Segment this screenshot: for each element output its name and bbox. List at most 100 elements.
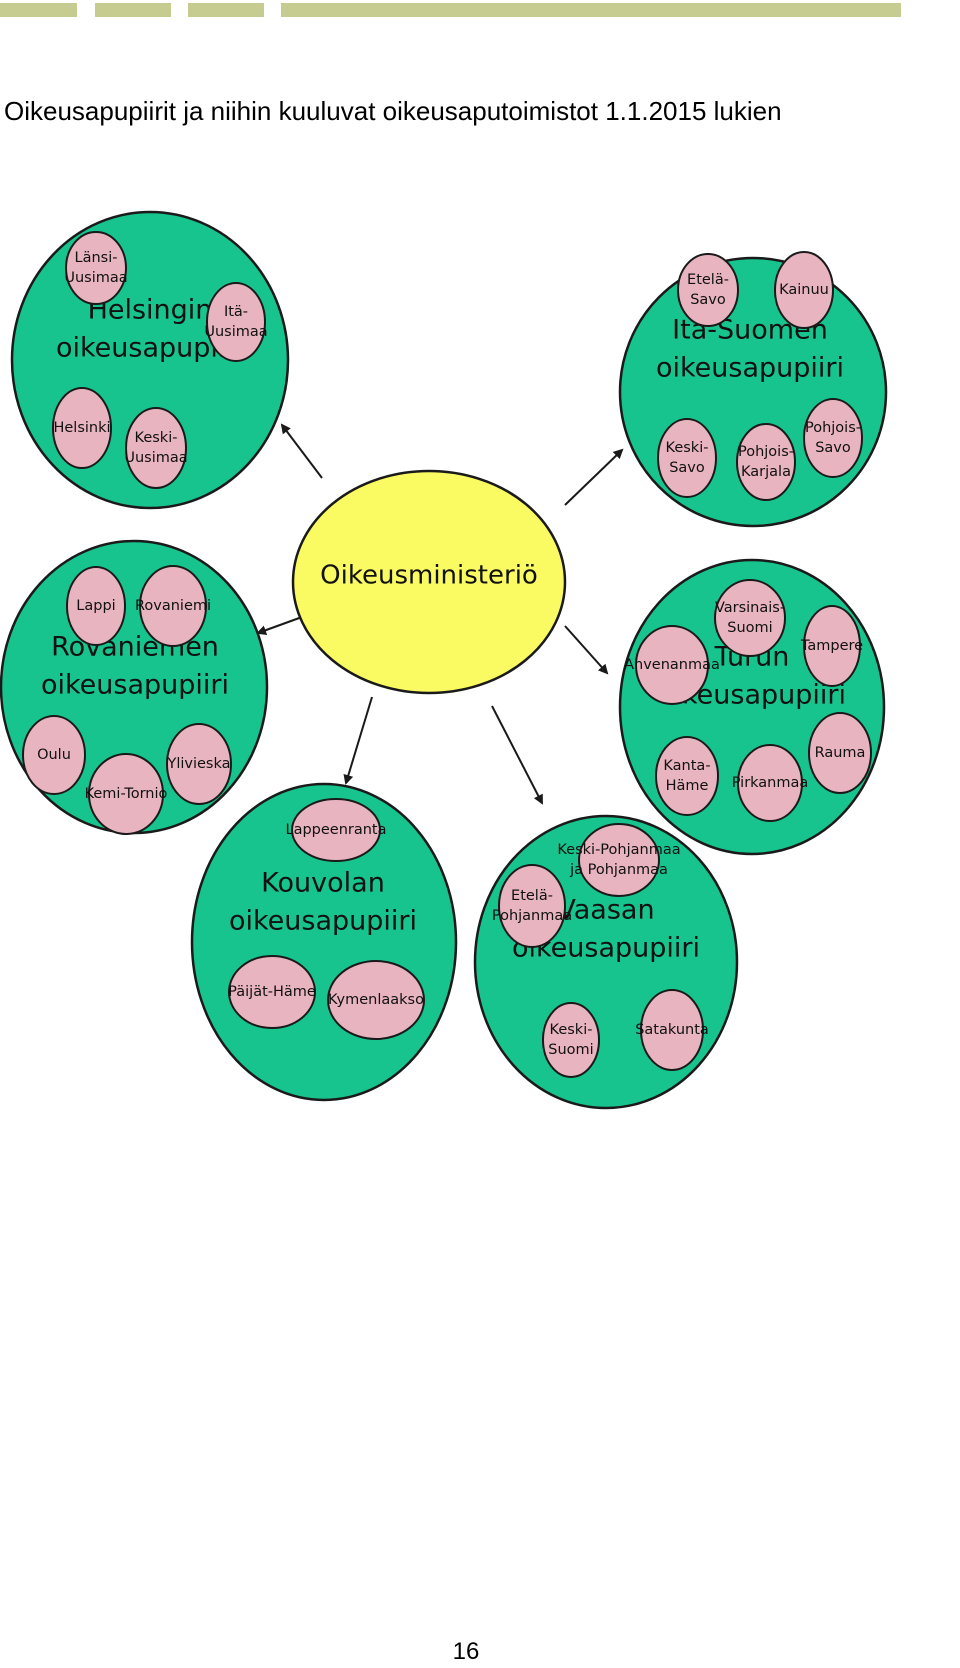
office-node: Pohjois-Savo — [803, 398, 863, 478]
office-label: Keski-Suomi — [548, 1022, 593, 1058]
office-label: Etelä-Pohjanmaa — [492, 888, 572, 924]
office-circle — [808, 712, 872, 794]
office-label: Kanta-Häme — [663, 758, 710, 794]
office-node: Ylivieska — [166, 723, 232, 805]
office-node: Keski-Uusimaa — [124, 407, 188, 489]
office-node: Rauma — [808, 712, 872, 794]
office-node: Pirkanmaa — [732, 744, 809, 822]
office-node: Kanta-Häme — [655, 736, 719, 816]
office-circle — [139, 565, 207, 647]
center-circle — [291, 469, 567, 695]
office-label: Pirkanmaa — [732, 775, 809, 791]
office-circle — [498, 864, 566, 948]
office-node: Helsinki — [52, 387, 112, 469]
office-label: Keski-Savo — [666, 440, 709, 476]
office-node: Kainuu — [774, 251, 834, 329]
top-bar-segment-1 — [0, 3, 77, 17]
office-label: Kainuu — [779, 282, 829, 298]
office-label: Länsi-Uusimaa — [64, 250, 127, 286]
office-node: Ahvenanmaa — [624, 625, 720, 705]
office-node: Kemi-Tornio — [85, 753, 168, 835]
office-node: Varsinais-Suomi — [714, 579, 786, 657]
office-label: Päijät-Häme — [228, 984, 316, 1000]
page-heading: Oikeusapupiirit ja niihin kuuluvat oikeu… — [4, 96, 782, 126]
office-node: Tampere — [800, 605, 863, 687]
office-circle — [166, 723, 232, 805]
office-label: Keski-Uusimaa — [124, 430, 187, 466]
office-node: Keski-Suomi — [542, 1002, 600, 1078]
office-circle — [714, 579, 786, 657]
office-node: Länsi-Uusimaa — [64, 231, 128, 305]
top-bar-segment-4 — [281, 3, 901, 17]
office-circle — [52, 387, 112, 469]
office-circle — [291, 798, 381, 862]
office-circle — [803, 605, 861, 687]
office-circle — [640, 989, 704, 1071]
office-circle — [206, 282, 266, 362]
office-label: Ylivieska — [166, 756, 230, 772]
office-circle — [66, 566, 126, 646]
arrow-2 — [564, 448, 624, 506]
arrow-3 — [256, 616, 303, 635]
office-label: Kymenlaakso — [328, 992, 424, 1008]
office-node: Etelä-Savo — [677, 253, 739, 327]
office-label: Itä-Uusimaa — [204, 304, 267, 340]
office-label: Lappi — [76, 598, 115, 614]
arrow-6 — [491, 705, 543, 805]
office-node: Kymenlaakso — [327, 960, 425, 1040]
office-node: Keski-Savo — [657, 418, 717, 498]
office-label: Kemi-Tornio — [85, 786, 168, 802]
office-label: Pohjois-Karjala — [738, 444, 794, 480]
office-circle — [327, 960, 425, 1040]
office-label: Tampere — [800, 638, 863, 654]
arrow-4 — [564, 625, 609, 675]
office-label: Oulu — [37, 747, 71, 763]
office-circle — [677, 253, 739, 327]
office-node: Lappi — [66, 566, 126, 646]
office-circle — [655, 736, 719, 816]
office-node: Rovaniemi — [135, 565, 211, 647]
office-label: Ahvenanmaa — [624, 657, 720, 673]
office-circle — [228, 955, 316, 1029]
arrow-5 — [343, 696, 373, 785]
office-label: Rauma — [815, 745, 866, 761]
office-circle — [657, 418, 717, 498]
office-node: Oulu — [22, 715, 86, 795]
office-circle — [635, 625, 709, 705]
page-number: 16 — [452, 1638, 480, 1665]
office-circle — [774, 251, 834, 329]
office-node: Satakunta — [635, 989, 709, 1071]
office-node: Lappeenranta — [285, 798, 387, 862]
office-circle — [803, 398, 863, 478]
office-circle — [736, 423, 796, 501]
office-label: Helsinki — [53, 420, 110, 436]
arrow-1 — [280, 423, 323, 479]
office-node: Päijät-Häme — [228, 955, 316, 1029]
office-node: Pohjois-Karjala — [736, 423, 796, 501]
center-node: Oikeusministeriö — [291, 469, 567, 695]
office-label: Rovaniemi — [135, 598, 211, 614]
office-label: Varsinais-Suomi — [715, 600, 785, 636]
office-circle — [88, 753, 164, 835]
top-bar-segment-3 — [188, 3, 264, 17]
office-node: Itä-Uusimaa — [204, 282, 268, 362]
office-label: Pohjois-Savo — [805, 420, 861, 456]
office-circle — [65, 231, 127, 305]
office-label: Satakunta — [635, 1022, 709, 1038]
office-circle — [22, 715, 86, 795]
office-circle — [737, 744, 803, 822]
office-label: Etelä-Savo — [687, 272, 729, 308]
office-circle — [578, 823, 660, 897]
office-node: Etelä-Pohjanmaa — [492, 864, 572, 948]
top-bar-segment-2 — [95, 3, 171, 17]
